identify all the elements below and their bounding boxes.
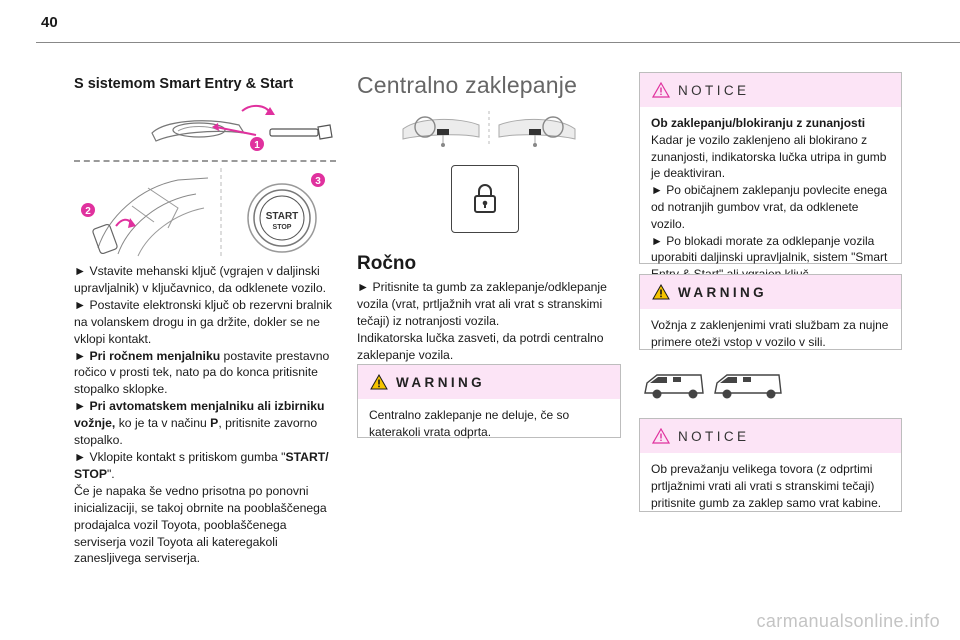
notice-body: Ob prevažanju velikega tovora (z odprtim… bbox=[640, 453, 901, 521]
notice-header: NOTICE bbox=[640, 73, 901, 107]
warning-title: WARNING bbox=[396, 374, 486, 390]
start-button-ring bbox=[247, 183, 317, 253]
instruction-press-button: ► Pritisnite ta gumb za zaklepanje/odkle… bbox=[357, 280, 607, 328]
notice-text-1: Kadar je vozilo zaklenjeno ali blokirano… bbox=[651, 132, 887, 181]
instruction-electronic-key: ► Postavite elektronski ključ ob rezervn… bbox=[74, 297, 332, 346]
warning-text: Vožnja z zaklenjenimi vrati službam za n… bbox=[651, 318, 889, 349]
warning-header: WARNING bbox=[358, 365, 620, 399]
notice-text: Ob prevažanju velikega tovora (z odprtim… bbox=[651, 462, 882, 510]
section-title-central-locking: Centralno zaklepanje bbox=[357, 72, 578, 98]
warning-box-emergency: WARNING Vožnja z zaklenjenimi vrati služ… bbox=[639, 274, 902, 350]
notice-triangle-icon bbox=[652, 428, 670, 444]
step-2-label: 2 bbox=[85, 206, 91, 217]
instruction-automatic-gearbox: ► Pri avtomatskem menjalniku ali izbirni… bbox=[74, 399, 325, 448]
warning-body: Vožnja z zaklenjenimi vrati službam za n… bbox=[640, 309, 901, 361]
van-models-illustration bbox=[644, 374, 782, 399]
page-number: 40 bbox=[41, 14, 58, 31]
notice-title: NOTICE bbox=[678, 428, 750, 444]
step-1-marker bbox=[250, 137, 264, 151]
manual-locking-instructions: ► Pritisnite ta gumb za zaklepanje/odkle… bbox=[357, 279, 623, 364]
step-3-marker bbox=[311, 173, 325, 187]
subsection-title-manual: Ročno bbox=[357, 253, 417, 274]
dashboard-button-location-illustration bbox=[402, 111, 576, 147]
notice-heading: Ob zaklepanju/blokiranju z zunanjosti bbox=[651, 116, 866, 130]
notice-box-large-load: NOTICE Ob prevažanju velikega tovora (z … bbox=[639, 418, 902, 512]
warning-box-doors-open: WARNING Centralno zaklepanje ne deluje, … bbox=[357, 364, 621, 439]
notice-header: NOTICE bbox=[640, 419, 901, 453]
door-handle-key-illustration: 1 bbox=[151, 105, 333, 151]
notice-box-external-locking: NOTICE Ob zaklepanju/blokiranju z zunanj… bbox=[639, 72, 902, 281]
section-title-smart-entry: S sistemom Smart Entry & Start bbox=[74, 76, 294, 92]
long-van-icon bbox=[714, 374, 782, 399]
short-van-icon bbox=[644, 374, 704, 399]
instruction-start-stop: ► Vklopite kontakt s pritiskom gumba "ST… bbox=[74, 449, 329, 481]
smart-entry-instructions: ► Vstavite mehanski ključ (vgrajen v dal… bbox=[74, 263, 340, 567]
instruction-contact-dealer: Če je napaka še vedno prisotna po ponovn… bbox=[74, 483, 327, 566]
warning-text: Centralno zaklepanje ne deluje, če so ka… bbox=[369, 408, 570, 439]
instruction-manual-gearbox: ► Pri ročnem menjalniku postavite presta… bbox=[74, 348, 330, 397]
lock-button[interactable] bbox=[451, 165, 519, 233]
stop-button-label: STOP bbox=[273, 224, 292, 231]
header-divider bbox=[36, 42, 960, 43]
watermark: carmanualsonline.info bbox=[756, 611, 940, 631]
step-3-label: 3 bbox=[315, 176, 321, 187]
notice-body: Ob zaklepanju/blokiranju z zunanjosti Ka… bbox=[640, 107, 901, 293]
padlock-icon bbox=[474, 184, 496, 213]
notice-triangle-icon bbox=[652, 82, 670, 98]
figure-divider bbox=[74, 160, 336, 162]
step-2-marker bbox=[81, 203, 95, 217]
warning-body: Centralno zaklepanje ne deluje, če so ka… bbox=[358, 399, 620, 451]
warning-header: WARNING bbox=[640, 275, 901, 309]
warning-triangle-icon bbox=[370, 374, 388, 390]
instruction-mechanical-key: ► Vstavite mehanski ključ (vgrajen v dal… bbox=[74, 264, 327, 295]
notice-title: NOTICE bbox=[678, 82, 750, 98]
warning-triangle-icon bbox=[652, 284, 670, 300]
warning-title: WARNING bbox=[678, 284, 768, 300]
step-1-label: 1 bbox=[254, 140, 260, 151]
start-button-label: START bbox=[266, 211, 299, 222]
steering-column-start-button-illustration: 2 START STOP 3 bbox=[81, 168, 325, 257]
notice-text-2: ► Po običajnem zaklepanju povlecite eneg… bbox=[651, 183, 888, 231]
instruction-indicator-light: Indikatorska lučka zasveti, da potrdi ce… bbox=[357, 330, 604, 362]
